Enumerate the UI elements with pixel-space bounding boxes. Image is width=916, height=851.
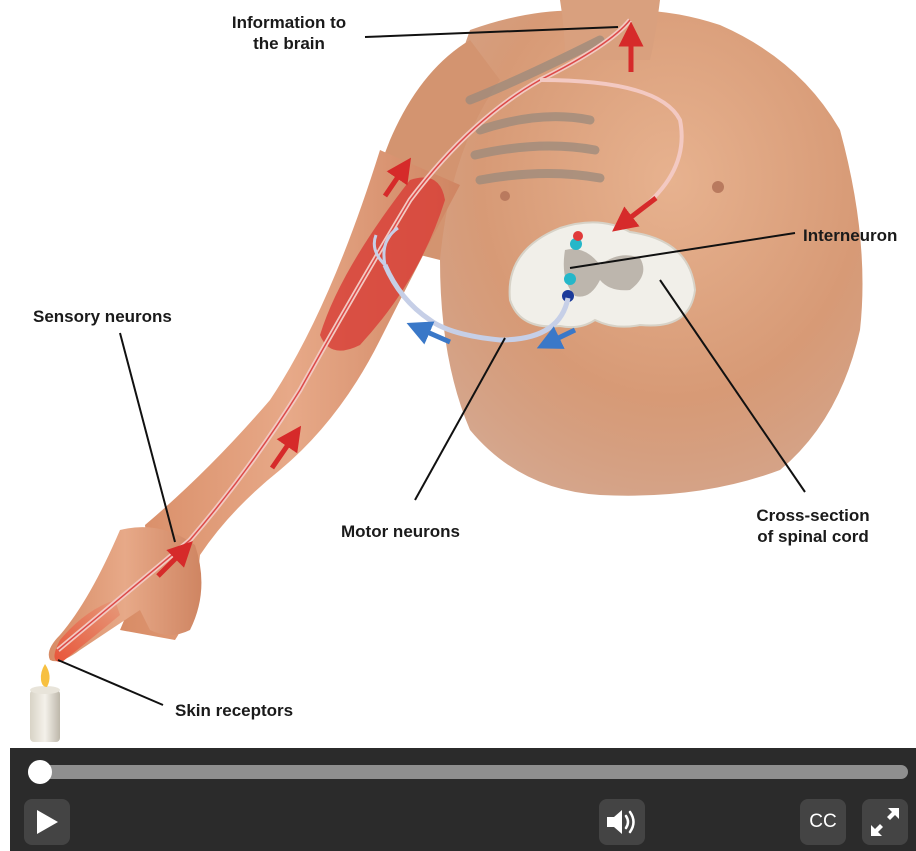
label-skin-receptors: Skin receptors [175, 700, 293, 721]
label-information-line1: Information to [209, 12, 369, 33]
chest-nipple [500, 191, 510, 201]
label-motor-neurons: Motor neurons [341, 521, 460, 542]
label-information-line2: the brain [209, 33, 369, 54]
progress-scrubber-handle[interactable] [28, 760, 52, 784]
candle-flame [41, 664, 50, 687]
volume-button[interactable] [599, 799, 645, 845]
interneuron-cell [564, 273, 576, 285]
volume-icon [605, 807, 639, 837]
closed-captions-button[interactable]: CC [800, 799, 846, 845]
candle-top [30, 686, 60, 694]
label-cross-section-line2: of spinal cord [738, 526, 888, 547]
label-information-to-brain: Information to the brain [209, 12, 369, 54]
play-icon [34, 808, 60, 836]
label-cross-section: Cross-section of spinal cord [738, 505, 888, 547]
label-interneuron: Interneuron [803, 225, 897, 246]
play-button[interactable] [24, 799, 70, 845]
cc-label: CC [809, 811, 836, 833]
fullscreen-button[interactable] [862, 799, 908, 845]
reflex-arc-illustration [0, 0, 916, 748]
label-sensory-neurons: Sensory neurons [33, 306, 172, 327]
candle [30, 690, 60, 742]
video-player-controls: CC [10, 748, 916, 851]
label-cross-section-line1: Cross-section [738, 505, 888, 526]
progress-bar[interactable] [28, 765, 908, 779]
chest-nipple [712, 181, 724, 193]
fullscreen-icon [868, 805, 902, 839]
sensory-neuron-cell [573, 231, 583, 241]
